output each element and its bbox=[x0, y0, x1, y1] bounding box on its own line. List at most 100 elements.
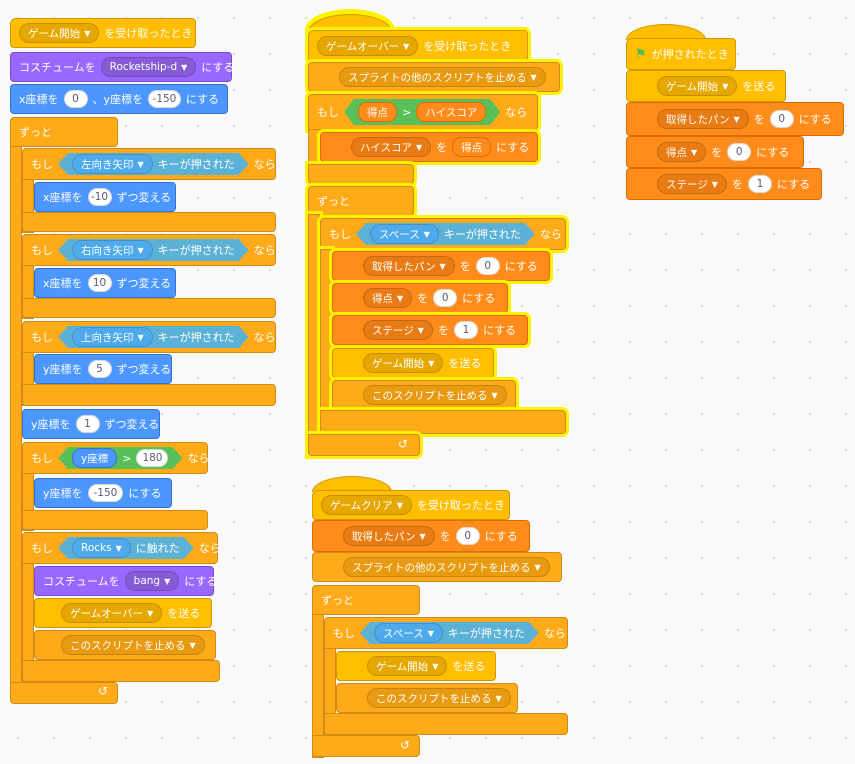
forever-block[interactable]: ずっと bbox=[10, 117, 118, 147]
if-up-arrow-block[interactable]: もし 上向き矢印▼ キーが押された なら bbox=[22, 321, 276, 353]
broadcast-block[interactable]: ゲーム開始▼ を送る bbox=[332, 348, 494, 378]
variable-dropdown[interactable]: ステージ▼ bbox=[657, 174, 727, 194]
value-input[interactable]: 1 bbox=[747, 175, 772, 193]
forever-block[interactable]: ずっと bbox=[308, 186, 414, 216]
forever-block[interactable]: ずっと bbox=[312, 585, 420, 615]
value-input[interactable]: 0 bbox=[475, 257, 500, 275]
when-receive-hat-block[interactable]: ゲーム開始▼ を受け取ったとき bbox=[10, 18, 196, 48]
stop-option-dropdown[interactable]: スプライトの他のスクリプトを止める▼ bbox=[343, 557, 550, 577]
set-variable-block[interactable]: ステージ▼ を 1 にする bbox=[626, 168, 822, 200]
change-x-block[interactable]: x座標を 10 ずつ変える bbox=[34, 268, 176, 298]
key-dropdown[interactable]: 右向き矢印▼ bbox=[72, 240, 153, 260]
dropdown-caret-icon: ▼ bbox=[428, 358, 435, 368]
value-input[interactable]: 0 bbox=[727, 143, 752, 161]
go-to-xy-block[interactable]: x座標を 0 、y座標を -150 にする bbox=[10, 84, 228, 114]
set-variable-block[interactable]: 取得したパン▼ を 0 にする bbox=[626, 102, 844, 136]
stop-other-scripts-block[interactable]: スプライトの他のスクリプトを止める▼ bbox=[308, 62, 560, 92]
y-position-reporter[interactable]: y座標 bbox=[72, 448, 117, 468]
key-pressed-condition[interactable]: スペース▼ キーが押された bbox=[360, 622, 539, 644]
value-input[interactable]: 1 bbox=[453, 321, 478, 339]
message-dropdown[interactable]: ゲームクリア▼ bbox=[321, 495, 412, 515]
costume-dropdown[interactable]: bang▼ bbox=[124, 571, 180, 591]
message-dropdown[interactable]: ゲームオーバー▼ bbox=[317, 36, 419, 56]
message-dropdown[interactable]: ゲーム開始▼ bbox=[657, 76, 738, 96]
stop-block[interactable]: このスクリプトを止める▼ bbox=[336, 683, 518, 713]
broadcast-block[interactable]: ゲーム開始▼ を送る bbox=[626, 70, 786, 102]
highscore-reporter[interactable]: ハイスコア bbox=[416, 102, 486, 122]
change-x-input[interactable]: -10 bbox=[87, 188, 112, 206]
switch-costume-block[interactable]: コスチュームを bang▼ にする bbox=[34, 566, 217, 596]
key-pressed-condition[interactable]: スペース▼ キーが押された bbox=[356, 223, 535, 245]
y-input[interactable]: -150 bbox=[148, 90, 181, 108]
set-variable-block[interactable]: ステージ▼ を 1 にする bbox=[332, 315, 528, 345]
if-right-arrow-block[interactable]: もし 右向き矢印▼ キーが押された なら bbox=[22, 234, 276, 266]
change-y-block[interactable]: y座標を 5 ずつ変える bbox=[34, 354, 172, 384]
when-receive-hat-block[interactable]: ゲームオーバー▼ を受け取ったとき bbox=[308, 30, 528, 62]
if-touching-rocks-block[interactable]: もし Rocks▼ に触れた なら bbox=[22, 532, 221, 564]
change-y-block[interactable]: y座標を 1 ずつ変える bbox=[22, 409, 160, 439]
variable-dropdown[interactable]: 得点▼ bbox=[363, 288, 413, 308]
change-y-input[interactable]: 5 bbox=[87, 360, 112, 378]
variable-dropdown[interactable]: 取得したパン▼ bbox=[657, 109, 749, 129]
key-pressed-condition[interactable]: 右向き矢印▼ キーが押された bbox=[58, 239, 249, 261]
if-score-greater-block[interactable]: もし 得点 > ハイスコア なら bbox=[308, 94, 538, 130]
x-input[interactable]: 0 bbox=[63, 90, 88, 108]
key-pressed-condition[interactable]: 上向き矢印▼ キーが押された bbox=[58, 326, 249, 348]
stop-block[interactable]: このスクリプトを止める▼ bbox=[34, 630, 216, 660]
costume-dropdown[interactable]: Rocketship-d▼ bbox=[100, 57, 197, 77]
greater-than-operator[interactable]: y座標 > 180 bbox=[58, 447, 182, 469]
if-space-pressed-block[interactable]: もし スペース▼ キーが押された なら bbox=[324, 617, 568, 649]
variable-dropdown[interactable]: 取得したパン▼ bbox=[343, 526, 435, 546]
key-dropdown[interactable]: スペース▼ bbox=[374, 623, 443, 643]
variable-dropdown[interactable]: ステージ▼ bbox=[363, 320, 433, 340]
score-reporter[interactable]: 得点 bbox=[452, 137, 492, 157]
set-variable-block[interactable]: ハイスコア▼ を 得点 にする bbox=[320, 132, 538, 162]
stop-block[interactable]: このスクリプトを止める▼ bbox=[332, 380, 516, 410]
stop-option-dropdown[interactable]: このスクリプトを止める▼ bbox=[61, 635, 205, 655]
message-dropdown[interactable]: ゲーム開始▼ bbox=[363, 353, 444, 373]
value-input[interactable]: 0 bbox=[455, 527, 480, 545]
score-reporter[interactable]: 得点 bbox=[358, 102, 397, 122]
key-dropdown[interactable]: 左向き矢印▼ bbox=[72, 154, 153, 174]
key-pressed-condition[interactable]: 左向き矢印▼ キーが押された bbox=[58, 153, 249, 175]
set-variable-block[interactable]: 取得したパン▼ を 0 にする bbox=[332, 251, 550, 281]
stop-option-dropdown[interactable]: このスクリプトを止める▼ bbox=[367, 688, 511, 708]
when-receive-hat-block[interactable]: ゲームクリア▼ を受け取ったとき bbox=[312, 490, 510, 520]
set-variable-block[interactable]: 得点▼ を 0 にする bbox=[332, 283, 508, 313]
key-dropdown[interactable]: スペース▼ bbox=[370, 224, 439, 244]
if-left-arrow-block[interactable]: もし 左向き矢印▼ キーが押された なら bbox=[22, 148, 276, 180]
stop-option-dropdown[interactable]: このスクリプトを止める▼ bbox=[363, 385, 507, 405]
dropdown-caret-icon: ▼ bbox=[396, 500, 403, 510]
broadcast-block[interactable]: ゲームオーバー▼ を送る bbox=[34, 598, 212, 628]
change-x-block[interactable]: x座標を -10 ずつ変える bbox=[34, 182, 176, 212]
if-space-pressed-block[interactable]: もし スペース▼ キーが押された なら bbox=[320, 218, 566, 250]
compare-input[interactable]: 180 bbox=[136, 449, 168, 467]
message-dropdown[interactable]: ゲーム開始▼ bbox=[367, 656, 448, 676]
variable-dropdown[interactable]: 取得したパン▼ bbox=[363, 256, 455, 276]
broadcast-block[interactable]: ゲーム開始▼ を送る bbox=[336, 651, 496, 681]
dropdown-caret-icon: ▼ bbox=[164, 576, 171, 586]
message-dropdown[interactable]: ゲーム開始▼ bbox=[19, 23, 100, 43]
object-dropdown[interactable]: Rocks▼ bbox=[72, 538, 131, 558]
when-flag-clicked-hat-block[interactable]: ⚑ が押されたとき bbox=[626, 38, 736, 70]
variable-dropdown[interactable]: ハイスコア▼ bbox=[351, 137, 432, 157]
key-dropdown[interactable]: 上向き矢印▼ bbox=[72, 327, 153, 347]
message-dropdown[interactable]: ゲームオーバー▼ bbox=[61, 603, 163, 623]
dropdown-caret-icon: ▼ bbox=[147, 608, 154, 618]
set-y-input[interactable]: -150 bbox=[87, 484, 124, 502]
switch-costume-block[interactable]: コスチュームを Rocketship-d▼ にする bbox=[10, 52, 234, 82]
value-input[interactable]: 0 bbox=[769, 110, 794, 128]
change-x-input[interactable]: 10 bbox=[87, 274, 112, 292]
touching-condition[interactable]: Rocks▼ に触れた bbox=[58, 537, 194, 559]
stop-option-dropdown[interactable]: スプライトの他のスクリプトを止める▼ bbox=[339, 67, 546, 87]
greater-than-operator[interactable]: 得点 > ハイスコア bbox=[344, 99, 500, 125]
if-y-greater-block[interactable]: もし y座標 > 180 なら bbox=[22, 442, 209, 474]
variable-dropdown[interactable]: 得点▼ bbox=[657, 142, 707, 162]
value-input[interactable]: 0 bbox=[433, 289, 458, 307]
set-variable-block[interactable]: 得点▼ を 0 にする bbox=[626, 136, 804, 168]
change-y-input[interactable]: 1 bbox=[75, 415, 100, 433]
set-y-block[interactable]: y座標を -150 にする bbox=[34, 478, 172, 508]
stop-other-scripts-block[interactable]: スプライトの他のスクリプトを止める▼ bbox=[312, 552, 562, 582]
set-variable-block[interactable]: 取得したパン▼ を 0 にする bbox=[312, 520, 530, 552]
